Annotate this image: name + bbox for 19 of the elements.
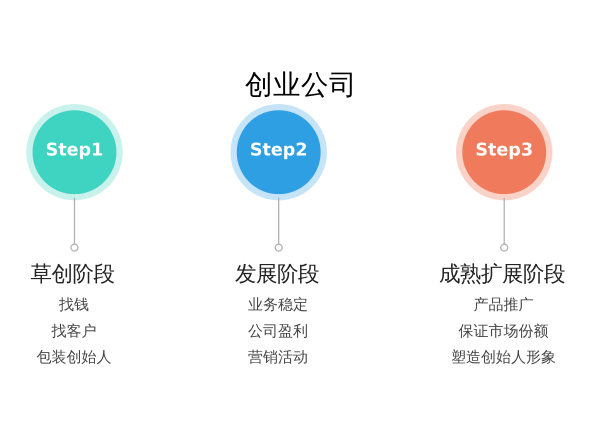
node-label: 营销活动	[248, 348, 308, 366]
node-text: 成熟扩展阶段	[439, 262, 566, 287]
node-circle: Step1	[26, 104, 123, 200]
node-label: 包装创始人	[36, 348, 112, 366]
connector	[500, 198, 508, 252]
node-label: 保证市场份额	[458, 322, 548, 340]
node-label: 找客户	[51, 322, 96, 340]
node-label: 产品推广	[474, 296, 534, 314]
node-text: 发展阶段	[234, 262, 319, 287]
node-label: 找钱	[58, 296, 89, 314]
connector	[274, 198, 283, 252]
diagram-title: 创业公司	[244, 69, 357, 102]
node-circle: Step3	[456, 104, 552, 200]
node-label: 业务稳定	[248, 296, 308, 314]
node-text: 草创阶段	[30, 262, 115, 287]
node-label: 公司盈利	[248, 322, 308, 340]
node-label: 塑造创始人形象	[450, 348, 556, 366]
node-circle: Step2	[230, 104, 327, 200]
connector	[70, 198, 79, 252]
